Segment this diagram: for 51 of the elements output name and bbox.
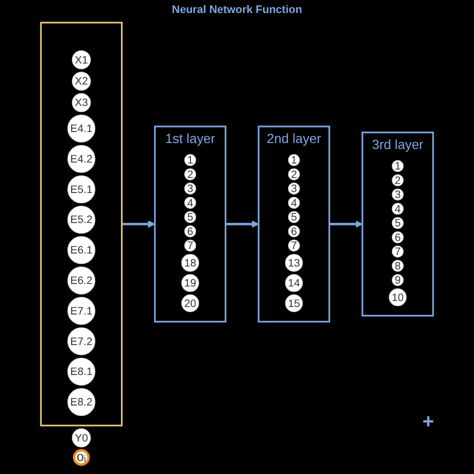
node-circle: 6 [288, 225, 300, 238]
node-circle: 10 [388, 288, 407, 306]
node-circle: Y0 [72, 428, 91, 448]
node-circle: 19 [181, 274, 200, 292]
node-circle: 3 [392, 188, 404, 200]
arrow [329, 220, 363, 228]
node-circle: 4 [392, 202, 404, 215]
node-circle: E6.2 [67, 266, 96, 294]
node-circle: E4.1 [67, 114, 96, 142]
node-circle: 1 [184, 154, 196, 166]
node-circle: 4 [288, 196, 300, 209]
node-circle: 4 [184, 196, 196, 209]
node-circle: 15 [285, 294, 303, 312]
node-circle: 6 [392, 231, 404, 244]
node-circle: 7 [392, 246, 404, 258]
node-circle: 9 [392, 274, 404, 286]
node-circle: E8.2 [67, 388, 96, 416]
arrow [226, 220, 259, 228]
node-circle: E5.2 [67, 206, 96, 234]
node-circle: 5 [288, 211, 300, 223]
node-circle: 6 [184, 225, 196, 238]
node-circle: oᵢ [72, 449, 90, 466]
node-circle: 1 [392, 160, 404, 172]
node-circle: 3 [184, 182, 196, 194]
node-circle: 20 [181, 294, 200, 312]
node-circle: 18 [181, 254, 200, 272]
node-circle: 5 [184, 211, 196, 223]
node-circle: E5.1 [67, 175, 96, 204]
node-circle: X2 [72, 72, 91, 91]
node-circle: 13 [285, 254, 303, 272]
node-circle: E7.1 [67, 296, 96, 325]
node-circle: 14 [285, 274, 303, 292]
node-circle: X1 [72, 50, 91, 70]
node-circle: 7 [288, 240, 300, 252]
arrow [122, 220, 156, 228]
node-circle: E7.2 [67, 327, 96, 356]
node-circle: 7 [184, 240, 196, 252]
plus-sign: + [422, 411, 434, 434]
node-circle: E8.1 [67, 358, 96, 386]
node-circle: 2 [288, 168, 300, 180]
node-circle: 2 [392, 174, 404, 186]
node-circle: 8 [392, 260, 404, 272]
node-circle: 1 [288, 154, 300, 166]
node-circle: 3 [288, 182, 300, 194]
node-circle: E4.2 [67, 144, 96, 173]
cluster [40, 22, 123, 426]
node-circle: X3 [72, 93, 91, 112]
node-circle: E6.1 [67, 236, 96, 264]
bracket-title: Neural Network Function [172, 4, 302, 16]
node-circle: 5 [392, 217, 404, 229]
node-circle: 2 [184, 168, 196, 180]
